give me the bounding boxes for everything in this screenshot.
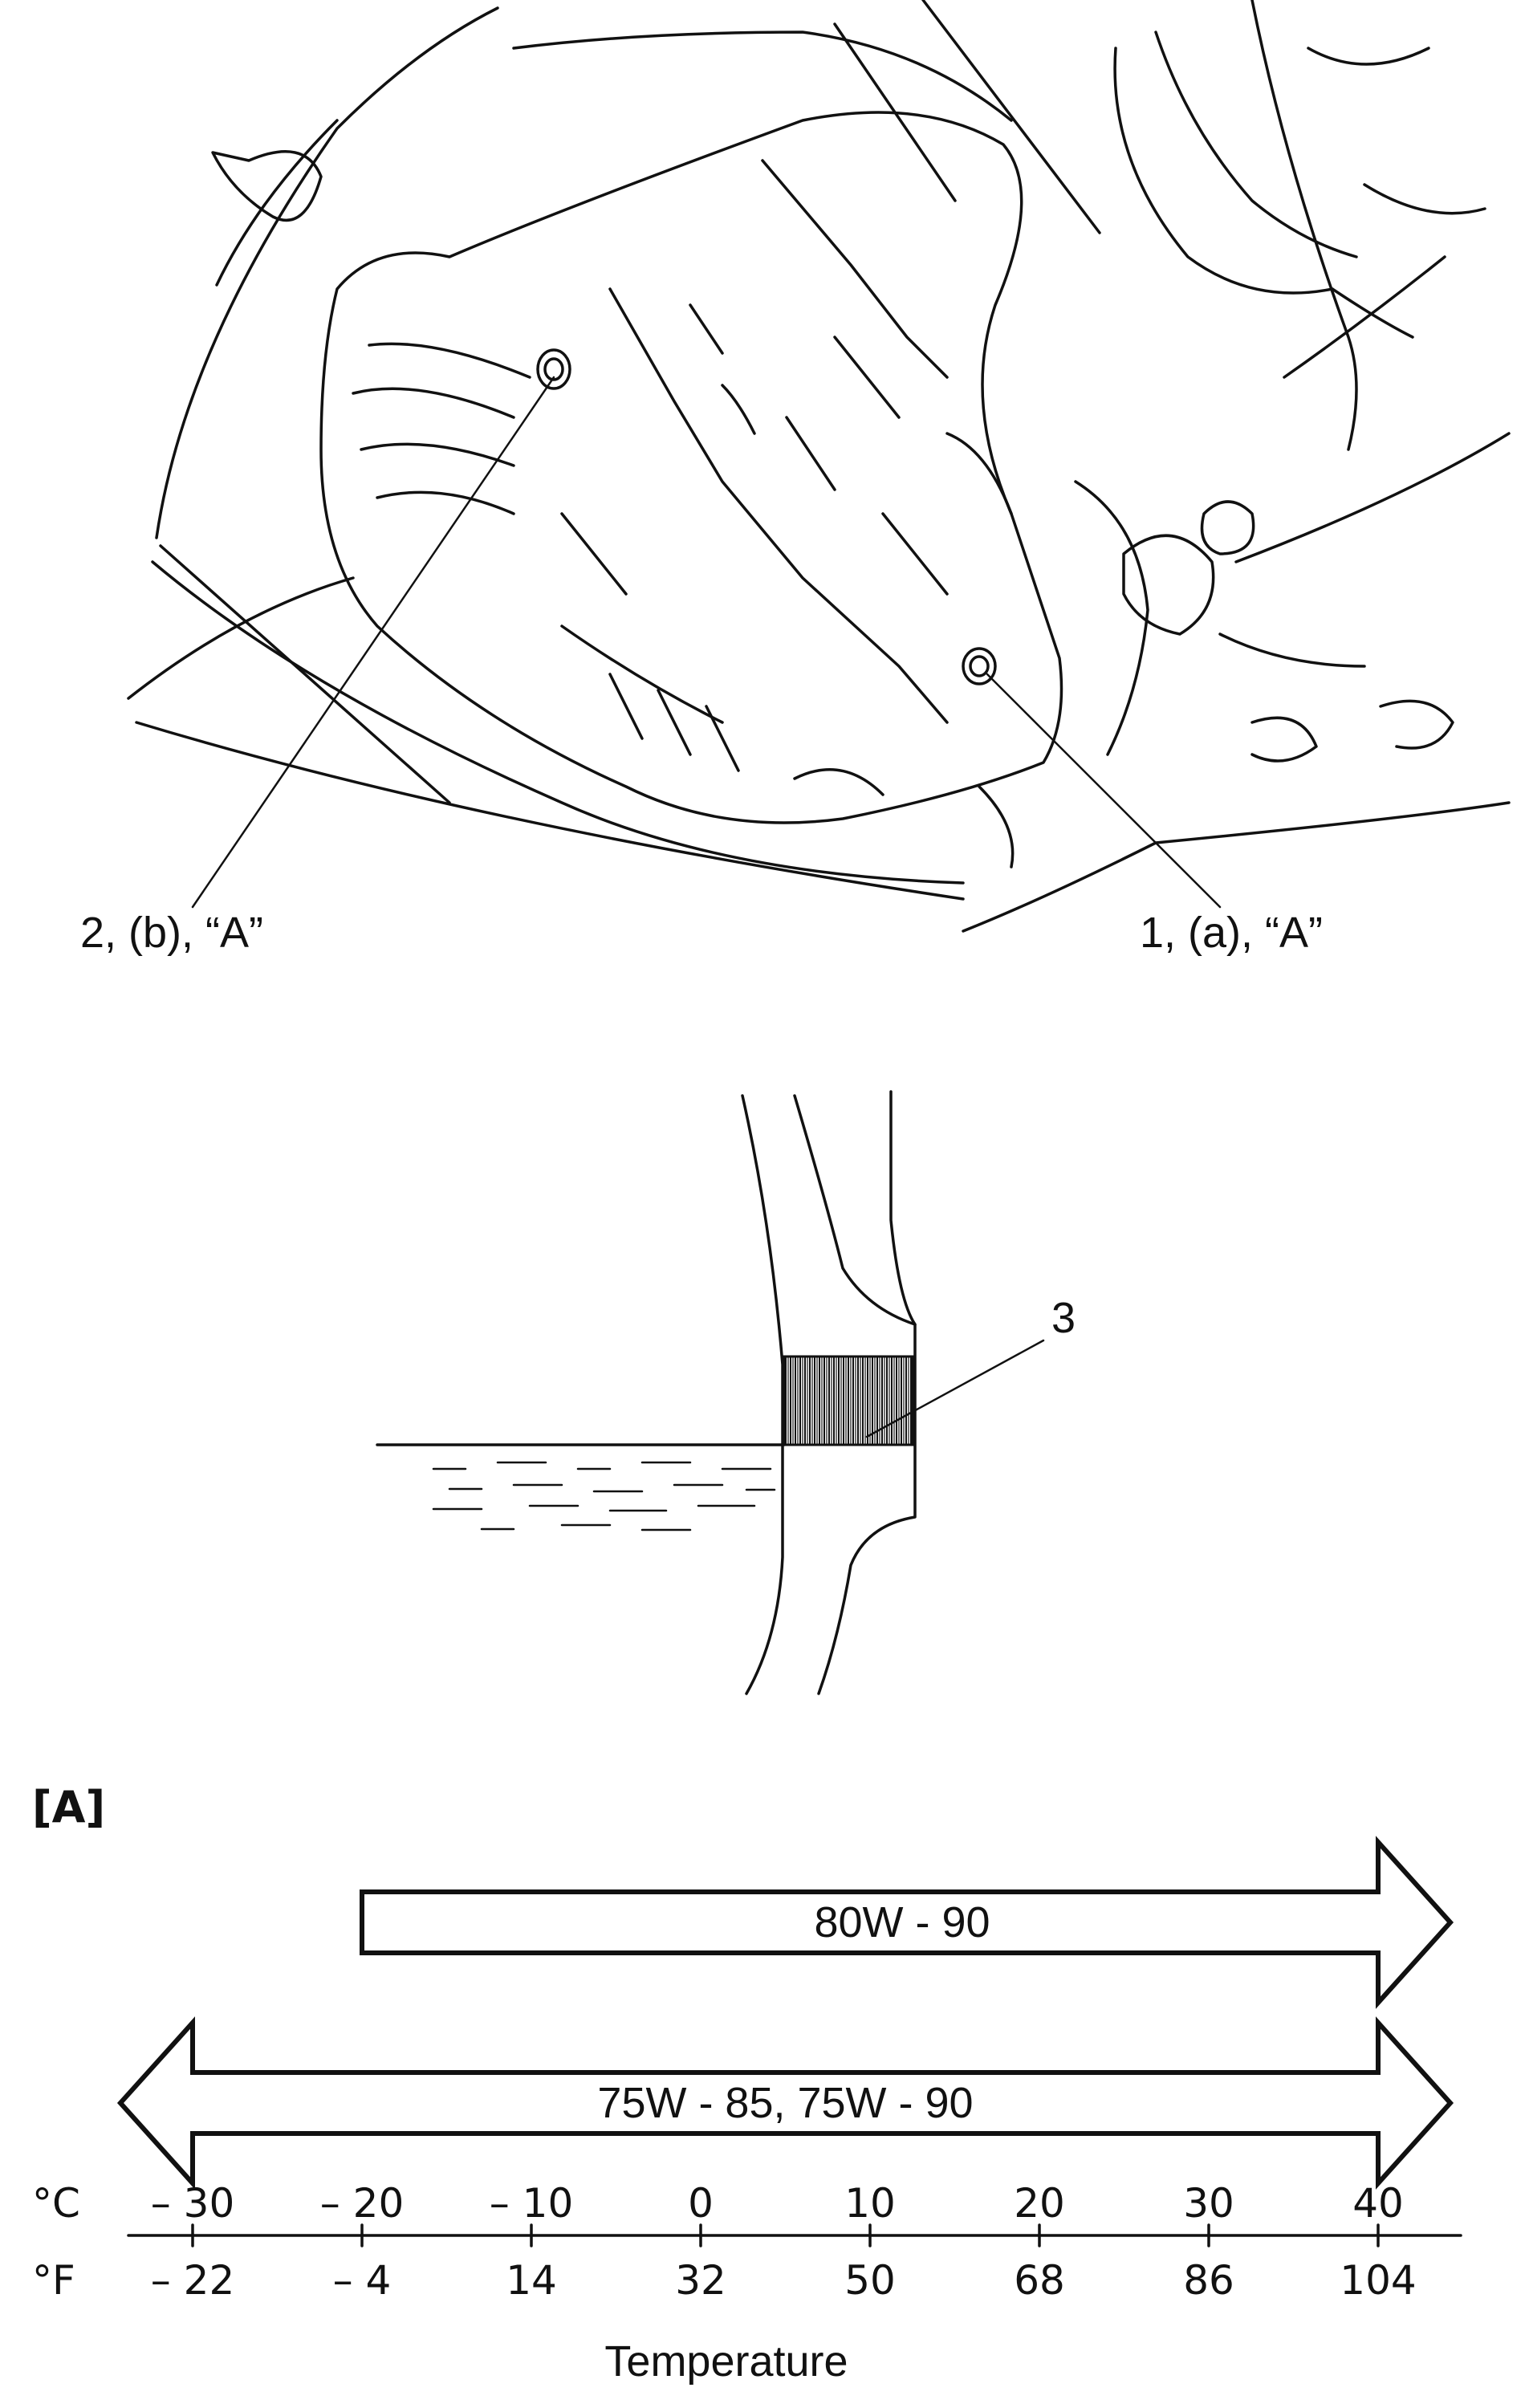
fahrenheit-unit-label: °F: [32, 2257, 75, 2304]
section-label: [A]: [32, 1782, 105, 1832]
drain-plug-leader: [986, 673, 1222, 909]
celsius-tick-label: 30: [1183, 2180, 1234, 2227]
celsius-tick-label: 0: [688, 2180, 714, 2227]
celsius-tick-label: – 10: [490, 2180, 574, 2227]
fahrenheit-tick-label: 68: [1014, 2257, 1065, 2304]
filler-plug-callout: 2, (b), “A”: [80, 909, 263, 957]
fahrenheit-tick-label: 86: [1183, 2257, 1234, 2304]
viscosity-range-label: 75W - 85, 75W - 90: [597, 2079, 973, 2127]
celsius-tick-label: – 20: [320, 2180, 405, 2227]
viscosity-ranges: 80W - 90 75W - 85, 75W - 90: [116, 1836, 1454, 2190]
celsius-unit-label: °C: [32, 2180, 80, 2227]
oil-level-illustration: [376, 1090, 1045, 1695]
fahrenheit-tick-label: 32: [675, 2257, 726, 2304]
drain-plug-callout: 1, (a), “A”: [1140, 909, 1323, 957]
temperature-axis: – 30 – 22 – 20 – 4 – 10 14 0 32 10 50 20 68 30 86 40 10…: [127, 2180, 1462, 2304]
celsius-tick-label: – 30: [151, 2180, 235, 2227]
drain-plug-icon: [962, 647, 997, 685]
celsius-tick-label: 40: [1352, 2180, 1404, 2227]
axis-title: Temperature: [604, 2337, 848, 2386]
filler-plug-leader: [191, 376, 555, 909]
fahrenheit-tick-label: 50: [844, 2257, 896, 2304]
oil-level-leader: [865, 1339, 1045, 1438]
oil-level-callout: 3: [1051, 1294, 1076, 1342]
fahrenheit-tick-label: 104: [1340, 2257, 1416, 2304]
celsius-tick-label: 20: [1014, 2180, 1065, 2227]
celsius-tick-label: 10: [844, 2180, 896, 2227]
fahrenheit-tick-label: 14: [506, 2257, 557, 2304]
fahrenheit-tick-label: – 22: [151, 2257, 235, 2304]
filler-plug-icon: [536, 348, 571, 390]
oil-level-band: [783, 1355, 914, 1446]
fahrenheit-tick-label: – 4: [333, 2257, 392, 2304]
viscosity-range-label: 80W - 90: [814, 1898, 990, 1946]
underside-illustration: [127, 0, 1511, 933]
viscosity-range-arrow: [116, 2016, 1454, 2190]
viscosity-range-arrow: [360, 1836, 1454, 2009]
